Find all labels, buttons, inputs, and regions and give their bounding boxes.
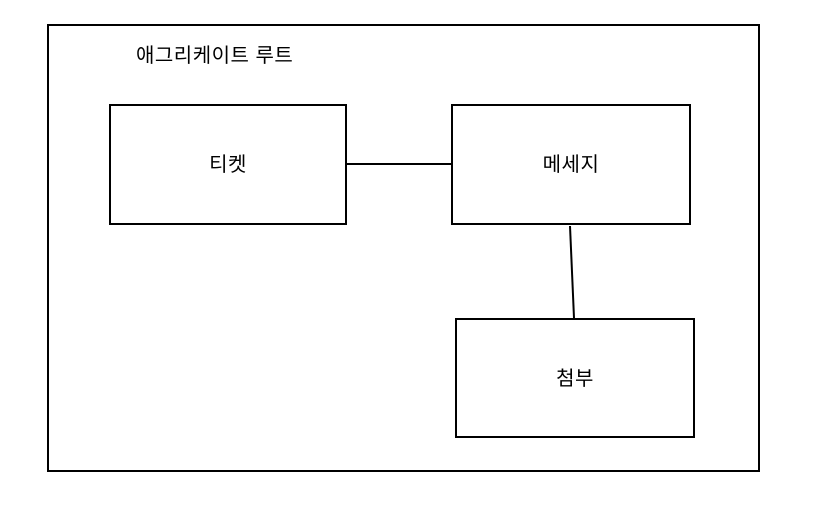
node-attachment: 첨부 bbox=[455, 318, 695, 438]
node-message-label: 메세지 bbox=[542, 154, 600, 176]
node-ticket-label: 티켓 bbox=[209, 154, 247, 176]
node-ticket: 티켓 bbox=[109, 104, 347, 225]
node-attachment-label: 첨부 bbox=[556, 367, 594, 390]
aggregate-root-label: 애그리케이트 루트 bbox=[136, 45, 294, 67]
node-message: 메세지 bbox=[451, 104, 691, 225]
